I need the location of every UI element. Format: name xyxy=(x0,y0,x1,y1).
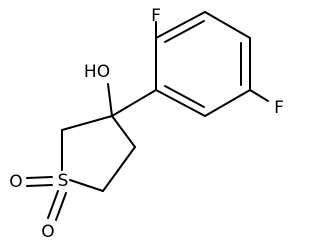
bond-c-f2 xyxy=(249,89,269,102)
benzene-ring xyxy=(155,11,251,117)
bond-quaternary-ch2-left xyxy=(61,115,113,131)
bond-s-o1-a xyxy=(26,176,53,179)
hydroxyl-label: HO xyxy=(84,62,110,82)
fluorine-atom-label: F xyxy=(151,6,161,26)
bond-s-o1-b xyxy=(26,184,53,187)
sulfolane-ring xyxy=(61,115,136,192)
bond-quaternary-oh xyxy=(107,83,113,117)
bond-ring-upper-right xyxy=(204,11,251,39)
bond-s-o2-a xyxy=(47,190,59,219)
oxygen-atom-label: O xyxy=(41,222,54,242)
sulfur-atom-label: S xyxy=(58,171,69,191)
bond-ring-bottom xyxy=(155,89,206,117)
bond-ring-bottom-inner xyxy=(164,85,205,108)
bond-s-ch2-bottom xyxy=(69,179,104,192)
bond-aryl-quaternary xyxy=(111,89,157,117)
bond-ch2-right-quaternary xyxy=(111,115,136,148)
bond-ring-lower-right xyxy=(204,89,251,117)
oxygen-atom-label: O xyxy=(9,172,22,192)
bond-ring-top-inner xyxy=(164,20,205,43)
bond-ch2-bottom-ch2-right xyxy=(102,146,136,192)
fluorine-atom-label: F xyxy=(274,98,284,118)
chemical-structure-diagram: F F HO S O O xyxy=(9,6,284,242)
sulfone-double-bonds xyxy=(26,176,67,221)
bond-ring-top xyxy=(155,11,206,39)
bond-s-o2-b xyxy=(55,192,67,221)
